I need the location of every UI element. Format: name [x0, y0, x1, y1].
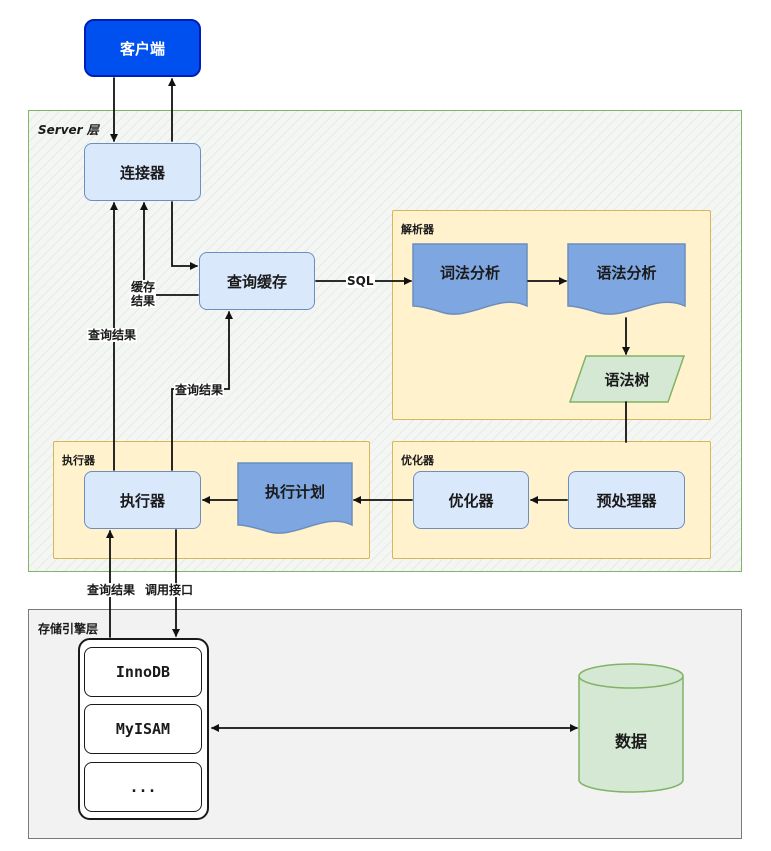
edge-label-cache-result: 缓存 结果 — [130, 280, 157, 308]
edge-label-query-result-left: 查询结果 — [87, 328, 138, 342]
data-cylinder-shape — [578, 663, 684, 793]
server-layer-label: Server 层 — [38, 123, 99, 137]
edge-label-sql: SQL — [346, 274, 375, 288]
parser-group-label: 解析器 — [401, 223, 434, 236]
preprocessor-node: 预处理器 — [568, 471, 685, 529]
connector-node: 连接器 — [84, 143, 201, 201]
executor-group-label: 执行器 — [62, 454, 95, 467]
edge-label-call-interface: 调用接口 — [144, 583, 195, 597]
arrow-connector-to-cache — [171, 201, 198, 270]
lexical-analysis-label: 词法分析 — [439, 263, 500, 282]
optimizer-node: 优化器 — [413, 471, 529, 529]
edge-label-query-result-mid: 查询结果 — [174, 383, 225, 397]
edge-label-query-result-bottom: 查询结果 — [86, 583, 137, 597]
storage-layer-label: 存储引擎层 — [38, 622, 99, 636]
execution-plan-shape — [237, 462, 353, 534]
data-label: 数据 — [614, 732, 647, 751]
lexical-analysis-shape — [412, 243, 528, 315]
execution-plan-label: 执行计划 — [264, 482, 325, 501]
myisam-engine: MyISAM — [84, 704, 202, 754]
query-cache-node: 查询缓存 — [199, 252, 315, 310]
syntax-analysis-shape — [567, 243, 686, 315]
innodb-engine: InnoDB — [84, 647, 202, 697]
syntax-tree-label: 语法树 — [604, 370, 650, 389]
executor-node: 执行器 — [84, 471, 201, 529]
syntax-tree-shape — [568, 355, 686, 403]
syntax-analysis-label: 语法分析 — [596, 263, 657, 282]
other-engines: ... — [84, 762, 202, 812]
optimizer-group-label: 优化器 — [401, 454, 434, 467]
client-node: 客户端 — [84, 19, 201, 77]
